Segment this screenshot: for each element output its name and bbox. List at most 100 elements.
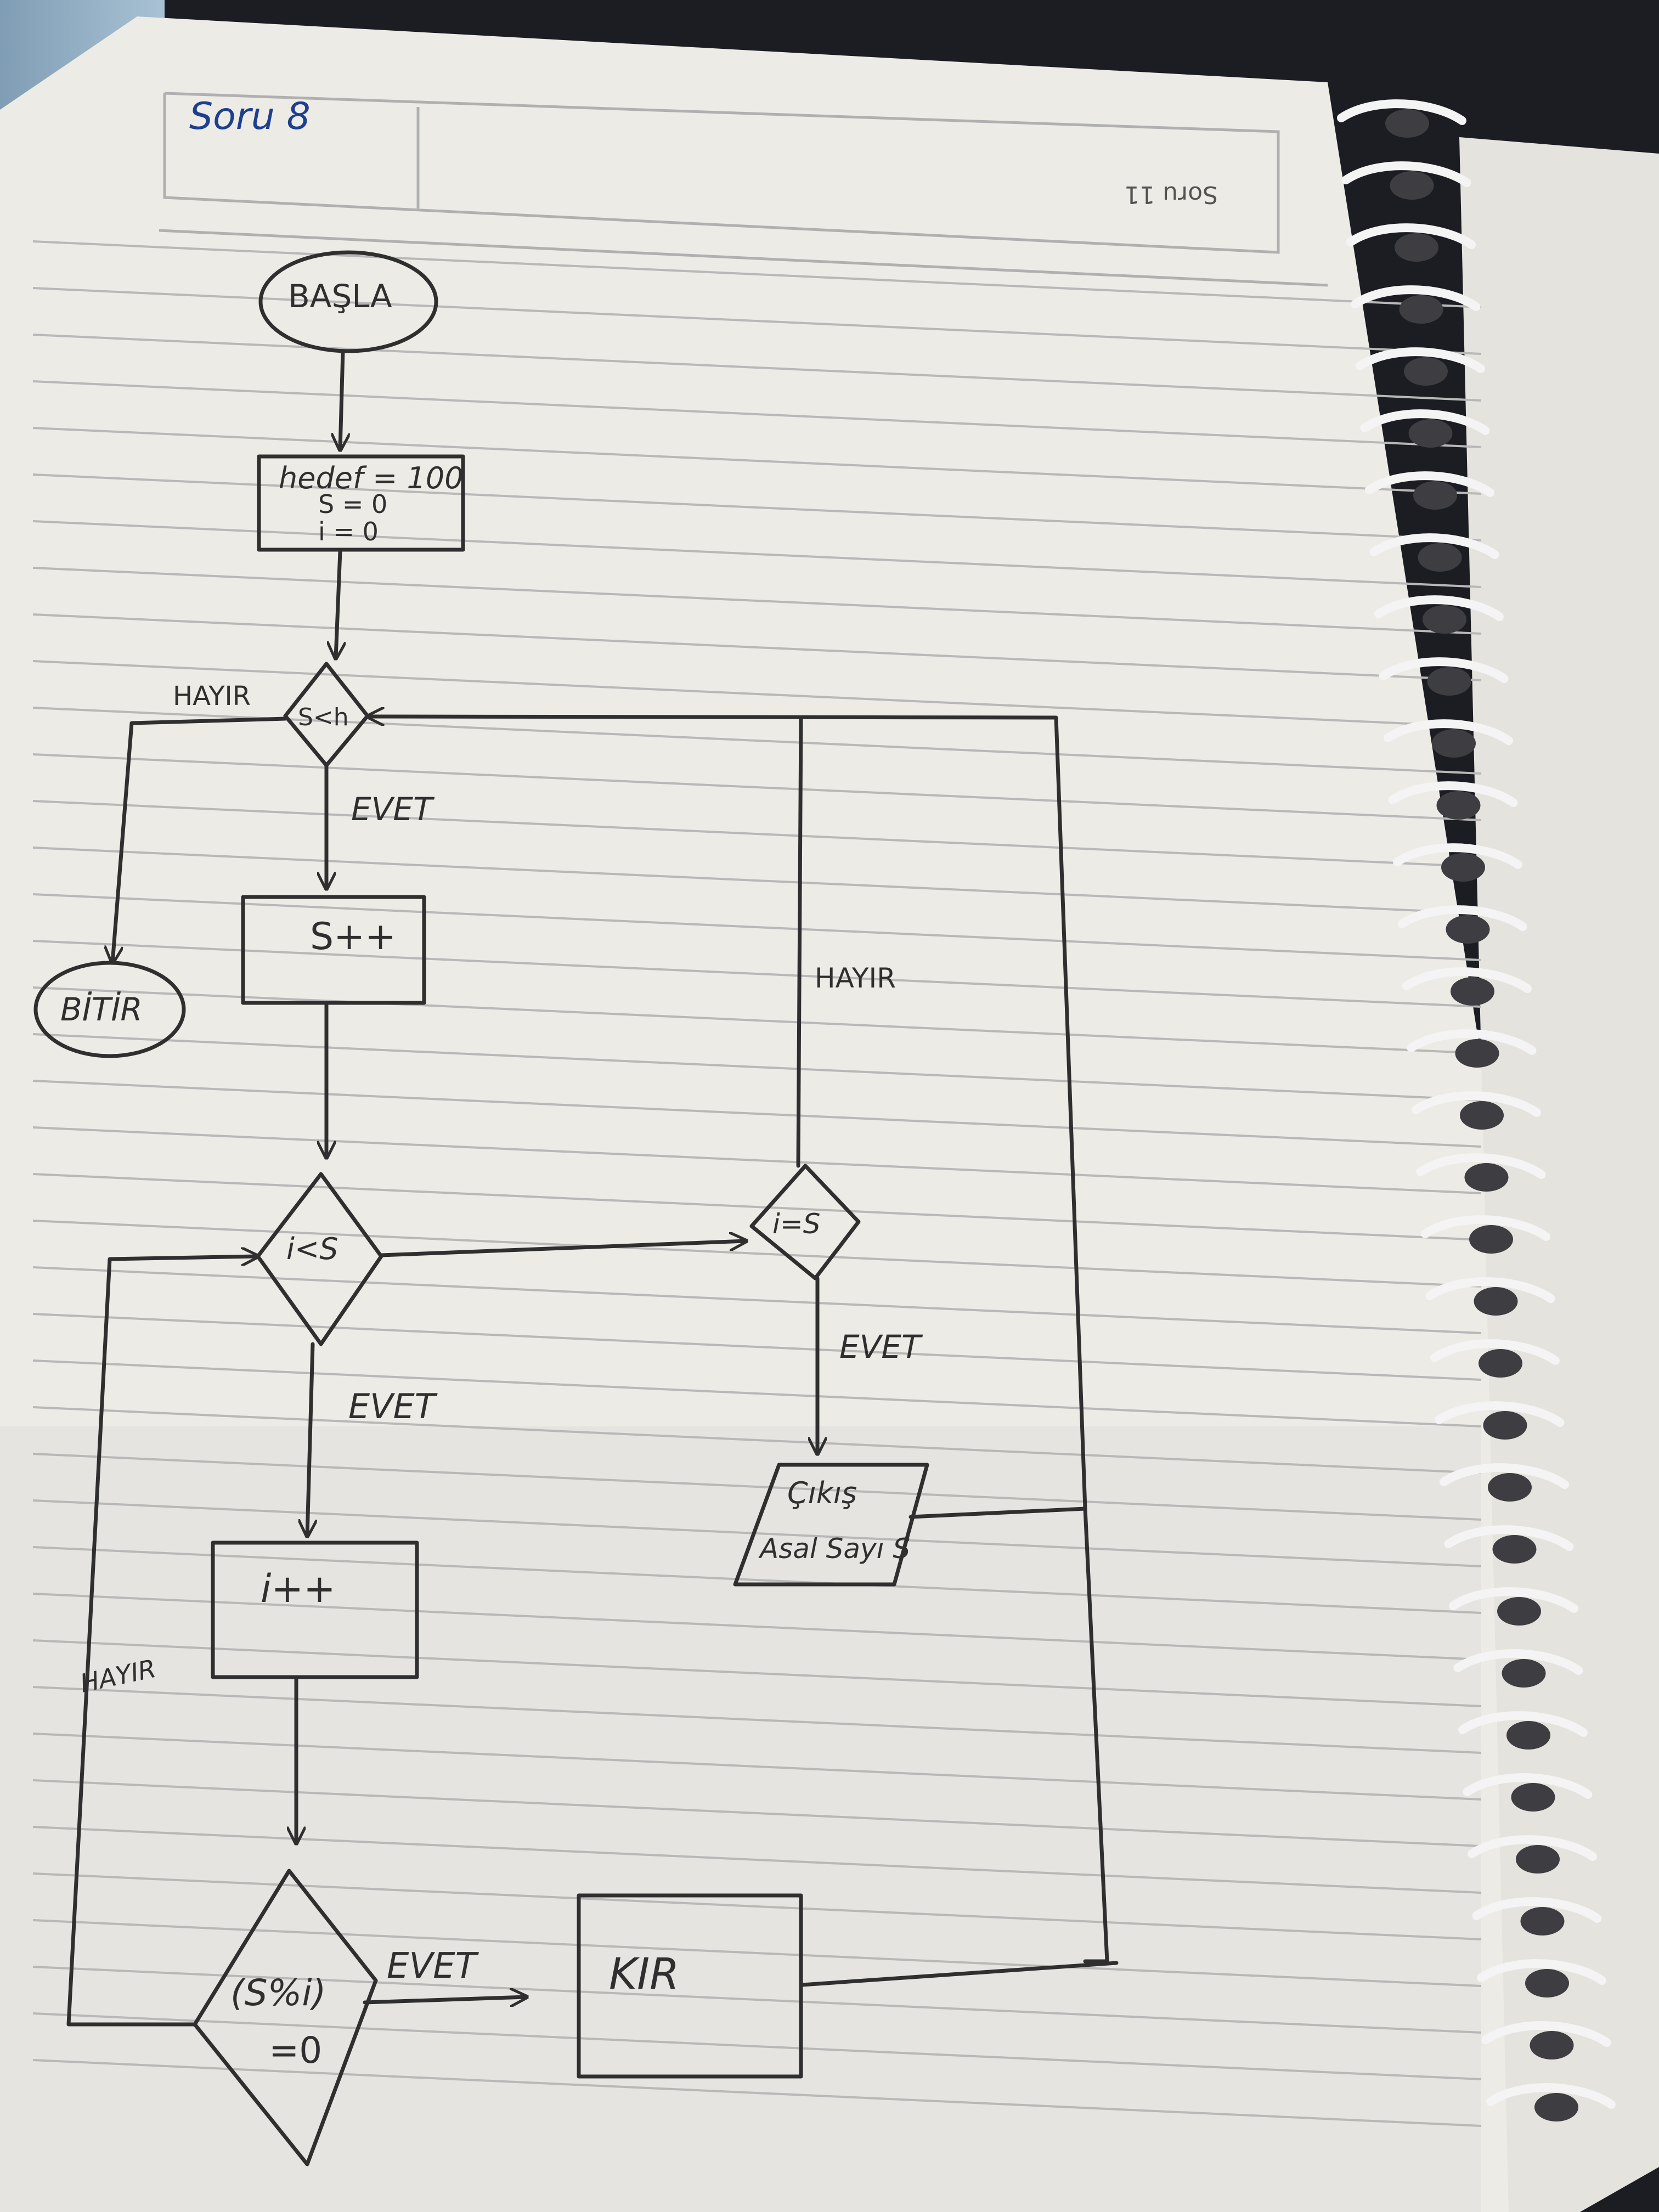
binding-hole [1516,1845,1560,1874]
binding-hole [1427,667,1471,696]
spiral-binding [1337,99,1616,2121]
binding-hole [1451,977,1494,1006]
i-increment-box [211,1541,419,1679]
binding-hole [1530,2031,1574,2059]
flow-arrow-hayir-to-end [112,716,287,963]
flowchart-labels: BAŞLA hedef = 100 S = 0 i = 0 S<h HAYIR … [60,278,923,2072]
ruled-line [32,1966,1482,2034]
binding-hole [1474,1287,1518,1316]
cond-s-lt-h-label: S<h [298,703,349,731]
i-increment-label: i++ [261,1566,336,1611]
ruled-lines [32,240,1482,2127]
binding-hole [1479,1349,1522,1378]
start-label: BAŞLA [288,278,392,315]
flow-line-hayir-up [796,715,803,1168]
cond-mod-line-2: =0 [269,2029,322,2072]
ruled-line [32,473,1482,541]
ruled-line [32,660,1482,728]
flow-line [800,1961,1119,1987]
ruled-line [32,2059,1482,2127]
spiral-ring [1374,595,1504,621]
binding-hole [1404,357,1448,386]
spiral-ring [1369,533,1499,559]
spiral-ring [1430,1339,1560,1365]
binding-hole [1441,853,1485,882]
flow-line [909,1506,1087,1519]
binding-hole [1464,1163,1509,1192]
binding-hole [1436,791,1481,820]
binding-hole [1432,729,1476,758]
flow-arrow [363,1997,527,2002]
spiral-ring [1481,2021,1611,2047]
ruled-line [32,1453,1482,1521]
start-terminal [258,250,438,353]
ruled-line [32,1919,1482,1987]
binding-hole [1506,1721,1550,1750]
label-evet-is: EVET [348,1386,438,1426]
ruled-line [32,1546,1482,1614]
decision-mod-zero [193,1869,378,2166]
output-parallelogram [733,1463,929,1587]
spiral-ring [1346,223,1476,249]
decision-i-eq-s [749,1164,861,1280]
init-line-3: i = 0 [318,517,379,546]
flow-arrow [379,1241,746,1257]
spiral-ring [1356,347,1485,373]
spiral-ring [1365,471,1494,497]
ruled-line [32,800,1482,868]
ruled-line [32,1779,1482,1847]
cond-mod-line-1: (S%i) [230,1972,326,2014]
spiral-ring [1449,1587,1578,1613]
init-line-2: S = 0 [318,489,387,519]
binding-hole [1502,1659,1546,1688]
binding-hole [1455,1039,1499,1068]
spiral-ring [1341,161,1471,187]
binding-hole [1534,2093,1578,2121]
decision-i-lt-s [256,1172,383,1346]
ruled-line [32,893,1482,961]
ruled-line [32,1220,1482,1288]
ruled-line [32,1313,1482,1381]
spiral-ring [1360,409,1490,435]
spiral-ring [1458,1711,1588,1737]
binding-hole [1446,915,1490,944]
binding-hole [1423,605,1466,634]
cond-i-eq-s-label: i=S [772,1208,821,1240]
ruled-line [32,567,1482,635]
header-box [159,92,1328,287]
spiral-ring [1486,2083,1616,2109]
spiral-ring [1435,1401,1565,1427]
ruled-line [32,1173,1482,1241]
ruled-line [32,287,1482,355]
binding-hole [1418,543,1462,572]
ruled-line [32,940,1482,1008]
spiral-ring [1402,967,1532,993]
label-evet-sh: EVET [351,791,435,828]
spiral-ring [1453,1649,1583,1675]
next-page [1459,137,1659,2212]
flow-arrow [340,349,343,450]
spiral-ring [1388,781,1518,807]
binding-hole [1497,1597,1541,1626]
spiral-ring [1397,905,1527,931]
break-label: KIR [609,1950,679,1999]
ruled-line [32,1359,1482,1427]
ruled-line [32,1126,1482,1194]
ruled-line [32,1826,1482,1894]
ruled-line [32,1593,1482,1661]
spiral-ring [1412,1091,1541,1117]
ruled-line [32,1080,1482,1148]
spiral-ring [1407,1029,1537,1055]
binding-hole [1483,1411,1527,1440]
ruled-line [32,520,1482,588]
s-increment-box [241,895,426,1005]
init-process-box [257,454,465,552]
binding-hole [1511,1783,1555,1812]
end-label: BİTİR [60,991,143,1028]
label-hayir-mid: HAYIR [815,962,896,994]
binding-hole [1408,419,1453,448]
flowchart [33,250,1119,2166]
end-terminal [33,961,186,1058]
spiral-ring [1351,285,1481,311]
spiral-ring [1416,1153,1546,1179]
